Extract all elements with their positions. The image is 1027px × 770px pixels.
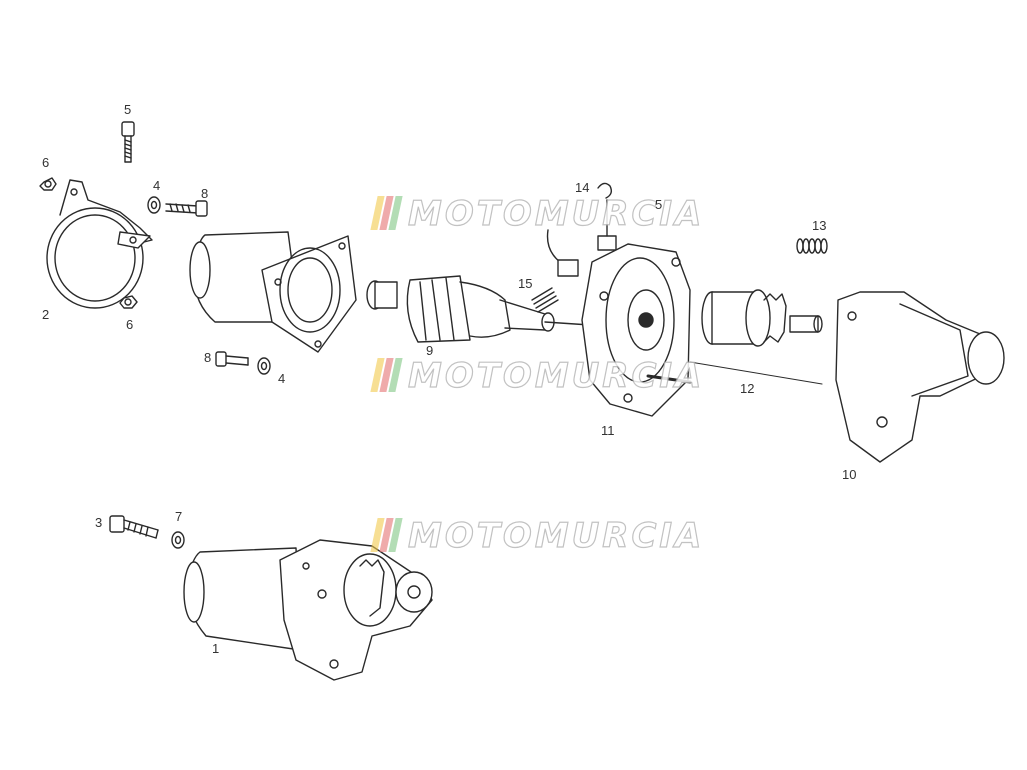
callout-8-screw-bottom: 8: [204, 350, 212, 365]
callout-14-brush: 14: [575, 180, 590, 195]
screw-3: [109, 515, 159, 539]
callout-6-nut-bottom: 6: [126, 317, 134, 332]
nut-6-bottom: [119, 295, 138, 309]
washer-4-bottom: [257, 357, 271, 375]
callout-3-screw: 3: [95, 515, 103, 530]
callout-6-nut-top: 6: [42, 155, 50, 170]
callout-1-starter: 1: [212, 641, 220, 656]
bracket-2: [46, 179, 153, 309]
watermark-text-3: MOTOMURCIA: [407, 515, 705, 556]
watermark-text-2: MOTOMURCIA: [407, 355, 705, 396]
callout-15-spring: 15: [518, 276, 533, 291]
screw-8-bottom: [215, 351, 249, 367]
watermark-flag-2: [370, 358, 403, 397]
callout-5-bolt: 5: [124, 102, 132, 117]
assembled-starter-1: [183, 539, 433, 681]
nut-6-top: [39, 177, 57, 191]
washer-4-top: [147, 196, 161, 214]
callout-8-screw-top: 8: [201, 186, 209, 201]
callout-11-end-frame: 11: [601, 423, 615, 438]
callout-5-brush-lead: 5: [655, 197, 663, 212]
drive-pinion-12: [689, 289, 823, 385]
callout-4-washer-top: 4: [153, 178, 161, 193]
brush-lead-14: [546, 182, 617, 277]
bolt-5: [121, 121, 135, 163]
spring-13: [796, 238, 828, 254]
callout-4-washer-bottom: 4: [278, 371, 286, 386]
drive-housing-10: [835, 291, 1005, 463]
screw-8-top: [165, 200, 208, 217]
callout-10-drive-housing: 10: [842, 467, 857, 482]
callout-13-spring: 13: [812, 218, 827, 233]
armature-9: [366, 275, 591, 343]
watermark-flag-3: [370, 518, 403, 557]
end-frame-11: [581, 243, 692, 417]
callout-9-armature: 9: [426, 343, 434, 358]
watermark-flag-1: [370, 196, 403, 235]
washer-7: [171, 531, 185, 549]
callout-12-drive: 12: [740, 381, 755, 396]
callout-7-washer: 7: [175, 509, 183, 524]
watermark-text-1: MOTOMURCIA: [407, 193, 705, 234]
spring-15: [531, 287, 559, 313]
callout-2-bracket: 2: [42, 307, 50, 322]
stator-housing: [189, 231, 357, 353]
